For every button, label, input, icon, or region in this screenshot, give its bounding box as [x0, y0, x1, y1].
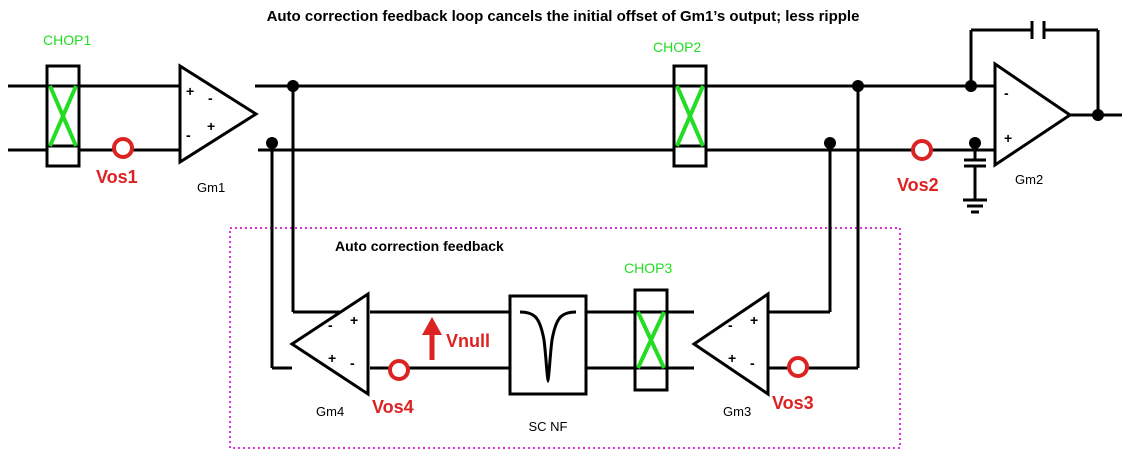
- vos2-label: Vos2: [897, 175, 939, 195]
- ground-icon: [963, 198, 987, 214]
- gm4-label: Gm4: [316, 404, 344, 419]
- gm3-label: Gm3: [723, 404, 751, 419]
- vos2-marker: [911, 139, 933, 161]
- sc-nf-label: SC NF: [529, 419, 568, 434]
- gm1-plus-top: +: [186, 83, 194, 99]
- gm4-plus-top: +: [350, 312, 358, 328]
- diagram-title: Auto correction feedback loop cancels th…: [267, 8, 860, 25]
- gm4-minus-top: -: [328, 317, 333, 333]
- gm2-label: Gm2: [1015, 172, 1043, 187]
- junction-dots: [266, 80, 1104, 149]
- notch-response-icon: [519, 310, 577, 384]
- feedback-box: [229, 227, 901, 449]
- amplifier-triangle: [289, 291, 370, 397]
- vos1-label: Vos1: [96, 167, 138, 187]
- chop1: [45, 64, 81, 168]
- gm1-plus-bottom: +: [207, 118, 215, 134]
- gm3-minus-bottom: -: [750, 355, 755, 371]
- gm4-minus-bottom: -: [350, 355, 355, 371]
- chop2: [672, 64, 708, 168]
- sc-notch-filter: [508, 294, 588, 396]
- vos4-marker: [388, 359, 410, 381]
- chop3: [633, 288, 669, 392]
- amplifier-triangle: [691, 291, 770, 397]
- gm3-minus-top: -: [728, 317, 733, 333]
- gm3-plus-bottom: +: [728, 350, 736, 366]
- gm1-minus-top: -: [208, 90, 213, 106]
- gm4-amplifier: - + + -: [289, 291, 370, 397]
- amplifier-triangle: [993, 61, 1073, 168]
- gm1-label: Gm1: [197, 180, 225, 195]
- ground-capacitor: [964, 158, 986, 168]
- gm3-plus-top: +: [750, 312, 758, 328]
- vos3-marker: [787, 356, 809, 378]
- chop2-label: CHOP2: [653, 39, 701, 55]
- feedback-box-label: Auto correction feedback: [335, 238, 504, 254]
- gm4-plus-bottom: +: [328, 350, 336, 366]
- gm2-amplifier: - +: [993, 61, 1073, 168]
- gm1-amplifier: + - - +: [178, 63, 259, 165]
- vos4-label: Vos4: [372, 397, 414, 417]
- vnull-arrow-icon: [422, 317, 442, 360]
- vnull-label: Vnull: [446, 331, 490, 351]
- vos3-label: Vos3: [772, 393, 814, 413]
- gm2-plus: +: [1004, 130, 1012, 146]
- amplifier-triangle: [178, 63, 259, 165]
- gm3-amplifier: - + + -: [691, 291, 770, 397]
- feedback-capacitor: [1030, 21, 1046, 39]
- vos1-marker: [112, 137, 134, 159]
- main-wires: [8, 28, 1122, 370]
- gm2-minus: -: [1004, 85, 1009, 101]
- chop3-label: CHOP3: [624, 260, 672, 276]
- gm1-minus-bottom: -: [186, 127, 191, 143]
- chop1-label: CHOP1: [43, 32, 91, 48]
